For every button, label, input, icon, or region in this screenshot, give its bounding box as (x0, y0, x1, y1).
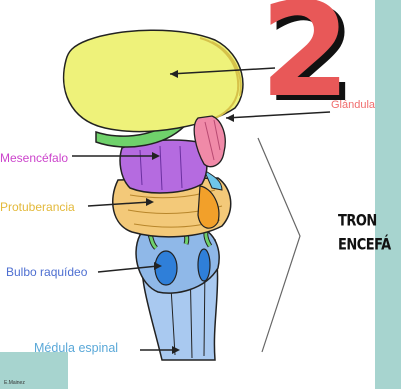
label-mesencefalo: Mesencéfalo (0, 151, 68, 165)
heading-line-1: TRON (338, 210, 391, 234)
author-credit: E.Mainez (4, 380, 25, 386)
heading-line-2: ENCEFÁ (338, 234, 391, 258)
midbrain-shape (120, 140, 207, 193)
heading-tronco-encefalico: TRON ENCEFÁ (338, 210, 391, 258)
olive-right (198, 249, 210, 281)
olive-left (155, 251, 177, 285)
label-protuberancia: Protuberancia (0, 200, 75, 214)
label-bulbo-raquideo: Bulbo raquídeo (6, 265, 87, 279)
label-medula-espinal: Médula espinal (34, 341, 118, 355)
bracket-chevron (258, 138, 300, 352)
label-glandula: Glándula (331, 99, 375, 111)
